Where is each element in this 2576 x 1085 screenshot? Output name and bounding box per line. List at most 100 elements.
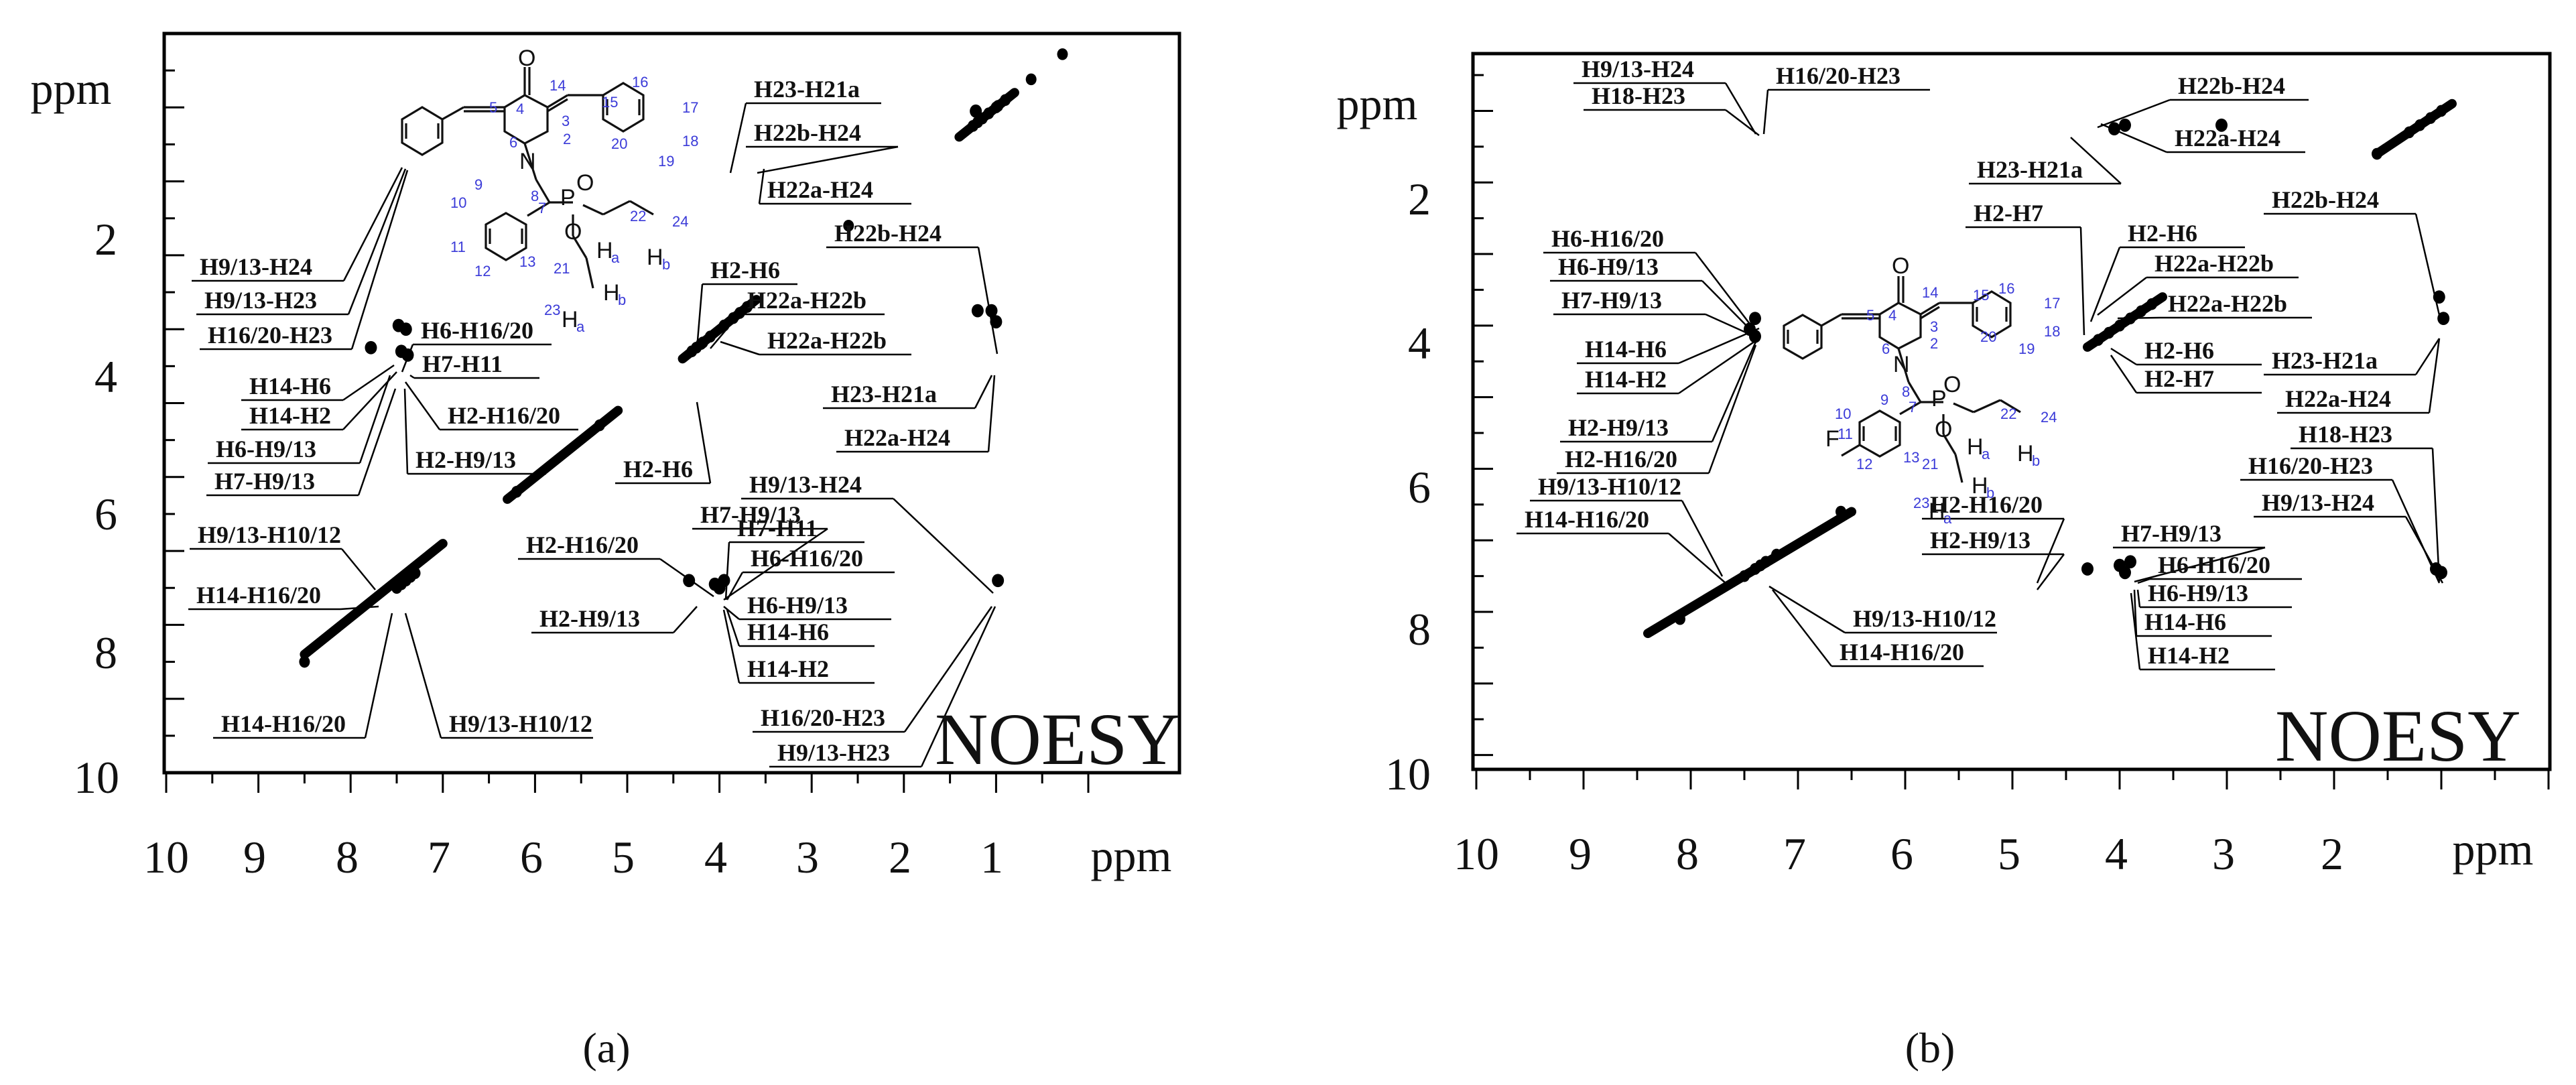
peak-label: H22a-H22b bbox=[2168, 290, 2287, 317]
x-tick-label: 5 bbox=[612, 832, 635, 883]
label-leader-lines bbox=[188, 102, 999, 768]
leader-line bbox=[1768, 585, 1846, 634]
atom-subscript: b bbox=[2032, 452, 2040, 469]
atom-number: 17 bbox=[2044, 295, 2060, 312]
cross-peak bbox=[2437, 312, 2450, 326]
atom-label: H bbox=[1967, 434, 1984, 460]
atom-label: O bbox=[564, 219, 582, 245]
atom-number: 21 bbox=[1922, 456, 1938, 472]
leader-line bbox=[903, 606, 993, 732]
peak-label: H22b-H24 bbox=[834, 220, 942, 247]
cross-peak bbox=[1749, 312, 1761, 326]
atom-number: 9 bbox=[1880, 391, 1888, 408]
molecule-structure bbox=[401, 67, 654, 289]
leader-line bbox=[723, 606, 740, 620]
atom-label: H bbox=[1929, 499, 1945, 524]
y-axis-unit: ppm bbox=[31, 63, 112, 114]
atom-number: 13 bbox=[519, 253, 535, 270]
cross-peak bbox=[971, 304, 984, 318]
peak-label: H6-H9/13 bbox=[1558, 253, 1659, 280]
leader-line bbox=[722, 609, 740, 684]
atom-number: 14 bbox=[1922, 284, 1938, 301]
peak-label: H22b-H24 bbox=[754, 119, 861, 146]
x-tick-label: 1 bbox=[980, 832, 1003, 883]
leader-line bbox=[729, 103, 747, 174]
atom-subscript: a bbox=[1943, 510, 1952, 527]
atom-number: 5 bbox=[489, 99, 497, 116]
cross-peak bbox=[843, 219, 854, 232]
leader-line bbox=[340, 605, 379, 611]
leader-line bbox=[2414, 213, 2441, 316]
leader-line bbox=[757, 145, 899, 174]
peak-label: H23-H21a bbox=[754, 76, 860, 103]
atom-number: 16 bbox=[632, 74, 648, 90]
leader-line bbox=[2136, 589, 2141, 608]
atom-number: 19 bbox=[658, 153, 674, 170]
atom-number: 4 bbox=[1888, 307, 1896, 324]
leader-line bbox=[347, 168, 407, 315]
peak-label: H2-H6 bbox=[2144, 337, 2214, 364]
peak-label: H6-H9/13 bbox=[2148, 580, 2248, 607]
leader-line bbox=[758, 168, 765, 204]
leader-line bbox=[342, 364, 395, 401]
cross-peak bbox=[718, 574, 730, 588]
atom-number: 9 bbox=[474, 176, 482, 193]
atom-label: P bbox=[560, 185, 576, 210]
leader-line bbox=[977, 247, 999, 355]
atom-subscript: b bbox=[1986, 485, 1994, 501]
atom-number: 23 bbox=[544, 302, 560, 318]
diagonal-peak-cluster bbox=[300, 539, 448, 659]
atom-label: H bbox=[1972, 473, 1988, 499]
atom-subscript: a bbox=[611, 249, 620, 266]
peak-label: H14-H2 bbox=[1585, 366, 1667, 393]
x-tick-label: 6 bbox=[520, 832, 543, 883]
y-tick-label: 6 bbox=[1408, 462, 1431, 513]
peak-label: H6-H16/20 bbox=[1551, 225, 1664, 252]
leader-line bbox=[1678, 327, 1760, 365]
diagonal-peak-cluster bbox=[954, 88, 1019, 142]
x-tick-label: 10 bbox=[1454, 828, 1499, 879]
atom-label: H bbox=[647, 245, 663, 270]
leader-line bbox=[987, 375, 996, 452]
x-tick-label: 2 bbox=[2321, 828, 2343, 879]
atom-label: P bbox=[1931, 386, 1947, 411]
leader-line bbox=[1772, 589, 1832, 667]
peak-label: H9/13-H24 bbox=[2262, 489, 2374, 516]
atom-number: 20 bbox=[611, 135, 627, 152]
molecule-atoms: O N P O O F H H H H a b b a 14 16 17 18 … bbox=[1825, 253, 2060, 527]
atom-number: 11 bbox=[450, 239, 466, 255]
peak-label: H6-H9/13 bbox=[747, 592, 848, 619]
peak-label: H16/20-H23 bbox=[1776, 62, 1901, 89]
peak-label: H2-H6 bbox=[710, 257, 780, 283]
atom-number: 19 bbox=[2018, 340, 2035, 357]
peak-label: H2-H16/20 bbox=[526, 531, 639, 558]
leader-line bbox=[2391, 479, 2441, 584]
atom-number: 18 bbox=[2044, 323, 2060, 340]
peak-label: H2-H7 bbox=[2144, 365, 2214, 392]
atom-number: 6 bbox=[509, 134, 517, 151]
peak-label: H7-H9/13 bbox=[1561, 287, 1662, 314]
peak-label: H2-H16/20 bbox=[1930, 491, 2043, 518]
axis-ticks bbox=[164, 32, 1090, 793]
x-axis-unit: ppm bbox=[2453, 824, 2534, 875]
leader-line bbox=[1725, 109, 1760, 136]
leader-line bbox=[974, 375, 993, 409]
atom-number: 16 bbox=[1998, 280, 2014, 297]
peak-label: H9/13-H23 bbox=[204, 287, 317, 314]
leader-line bbox=[409, 374, 415, 379]
atom-label: N bbox=[519, 149, 536, 174]
x-tick-label: 3 bbox=[2212, 828, 2235, 879]
peak-label: H6-H16/20 bbox=[421, 317, 533, 344]
cross-peak bbox=[365, 340, 377, 355]
cross-peak bbox=[1057, 48, 1068, 60]
y-tick-label: 4 bbox=[94, 351, 117, 402]
atom-number: 21 bbox=[554, 260, 570, 277]
leader-line bbox=[2431, 448, 2441, 582]
atom-label: O bbox=[1935, 417, 1952, 442]
leader-line bbox=[726, 572, 744, 600]
leader-line bbox=[696, 401, 712, 484]
diagonal-peak-cluster bbox=[678, 295, 761, 364]
y-tick-label: 10 bbox=[1385, 749, 1431, 800]
atom-number: 24 bbox=[2041, 409, 2057, 426]
